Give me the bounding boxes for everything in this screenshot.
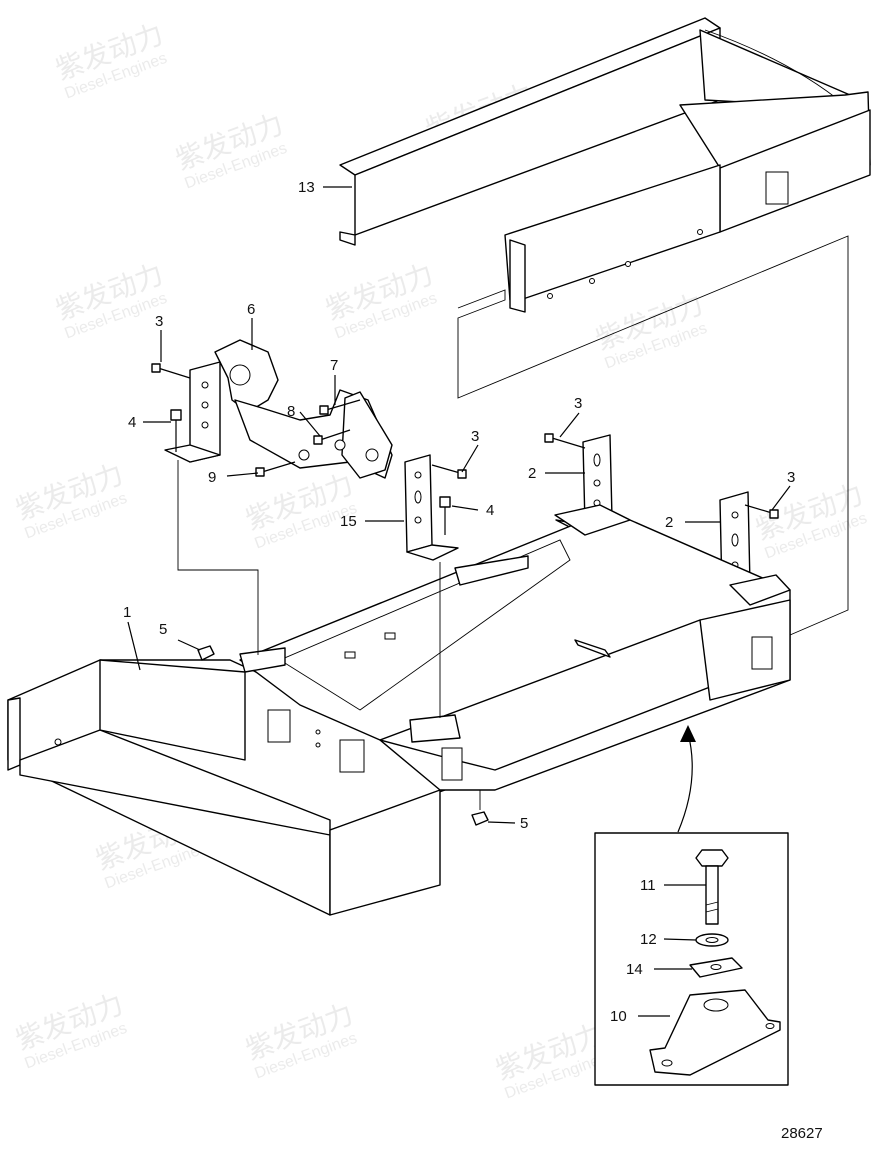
callout-labels: 13 3 6 7 8 9 4 3 15 4 3 2 2 3 1 5 5 11 1… — [123, 179, 795, 1025]
callout-14: 14 — [626, 961, 643, 978]
callout-6: 6 — [247, 301, 255, 318]
callout-5: 5 — [159, 621, 167, 638]
reference-frame — [457, 235, 849, 636]
callout-5: 5 — [520, 815, 528, 832]
callout-8: 8 — [287, 403, 295, 420]
callout-9: 9 — [208, 469, 216, 486]
callout-4: 4 — [128, 414, 136, 431]
callout-13: 13 — [298, 179, 315, 196]
callout-11: 11 — [640, 877, 656, 894]
drawing-number: 28627 — [781, 1125, 823, 1142]
callout-7: 7 — [330, 357, 338, 374]
main-frame — [7, 504, 791, 916]
detail-inset — [594, 832, 789, 1086]
mount-bracket-left — [164, 361, 221, 463]
nuts — [197, 645, 489, 826]
rail-beam — [339, 17, 871, 313]
detail-arrowhead — [680, 725, 696, 742]
mount-bracket-15 — [404, 454, 459, 561]
callout-3: 3 — [471, 428, 479, 445]
callout-15: 15 — [340, 513, 357, 530]
callout-3: 3 — [574, 395, 582, 412]
callout-2: 2 — [665, 514, 673, 531]
callout-4: 4 — [486, 502, 494, 519]
engine-bracket — [214, 339, 393, 479]
assembly-lines — [177, 460, 481, 810]
callout-2: 2 — [528, 465, 536, 482]
callout-1: 1 — [123, 604, 131, 621]
callout-leaders — [127, 186, 791, 1017]
callout-3: 3 — [787, 469, 795, 486]
callout-12: 12 — [640, 931, 657, 948]
detail-arrow — [677, 732, 693, 833]
callout-10: 10 — [610, 1008, 627, 1025]
bolts — [151, 363, 779, 535]
callout-3: 3 — [155, 313, 163, 330]
